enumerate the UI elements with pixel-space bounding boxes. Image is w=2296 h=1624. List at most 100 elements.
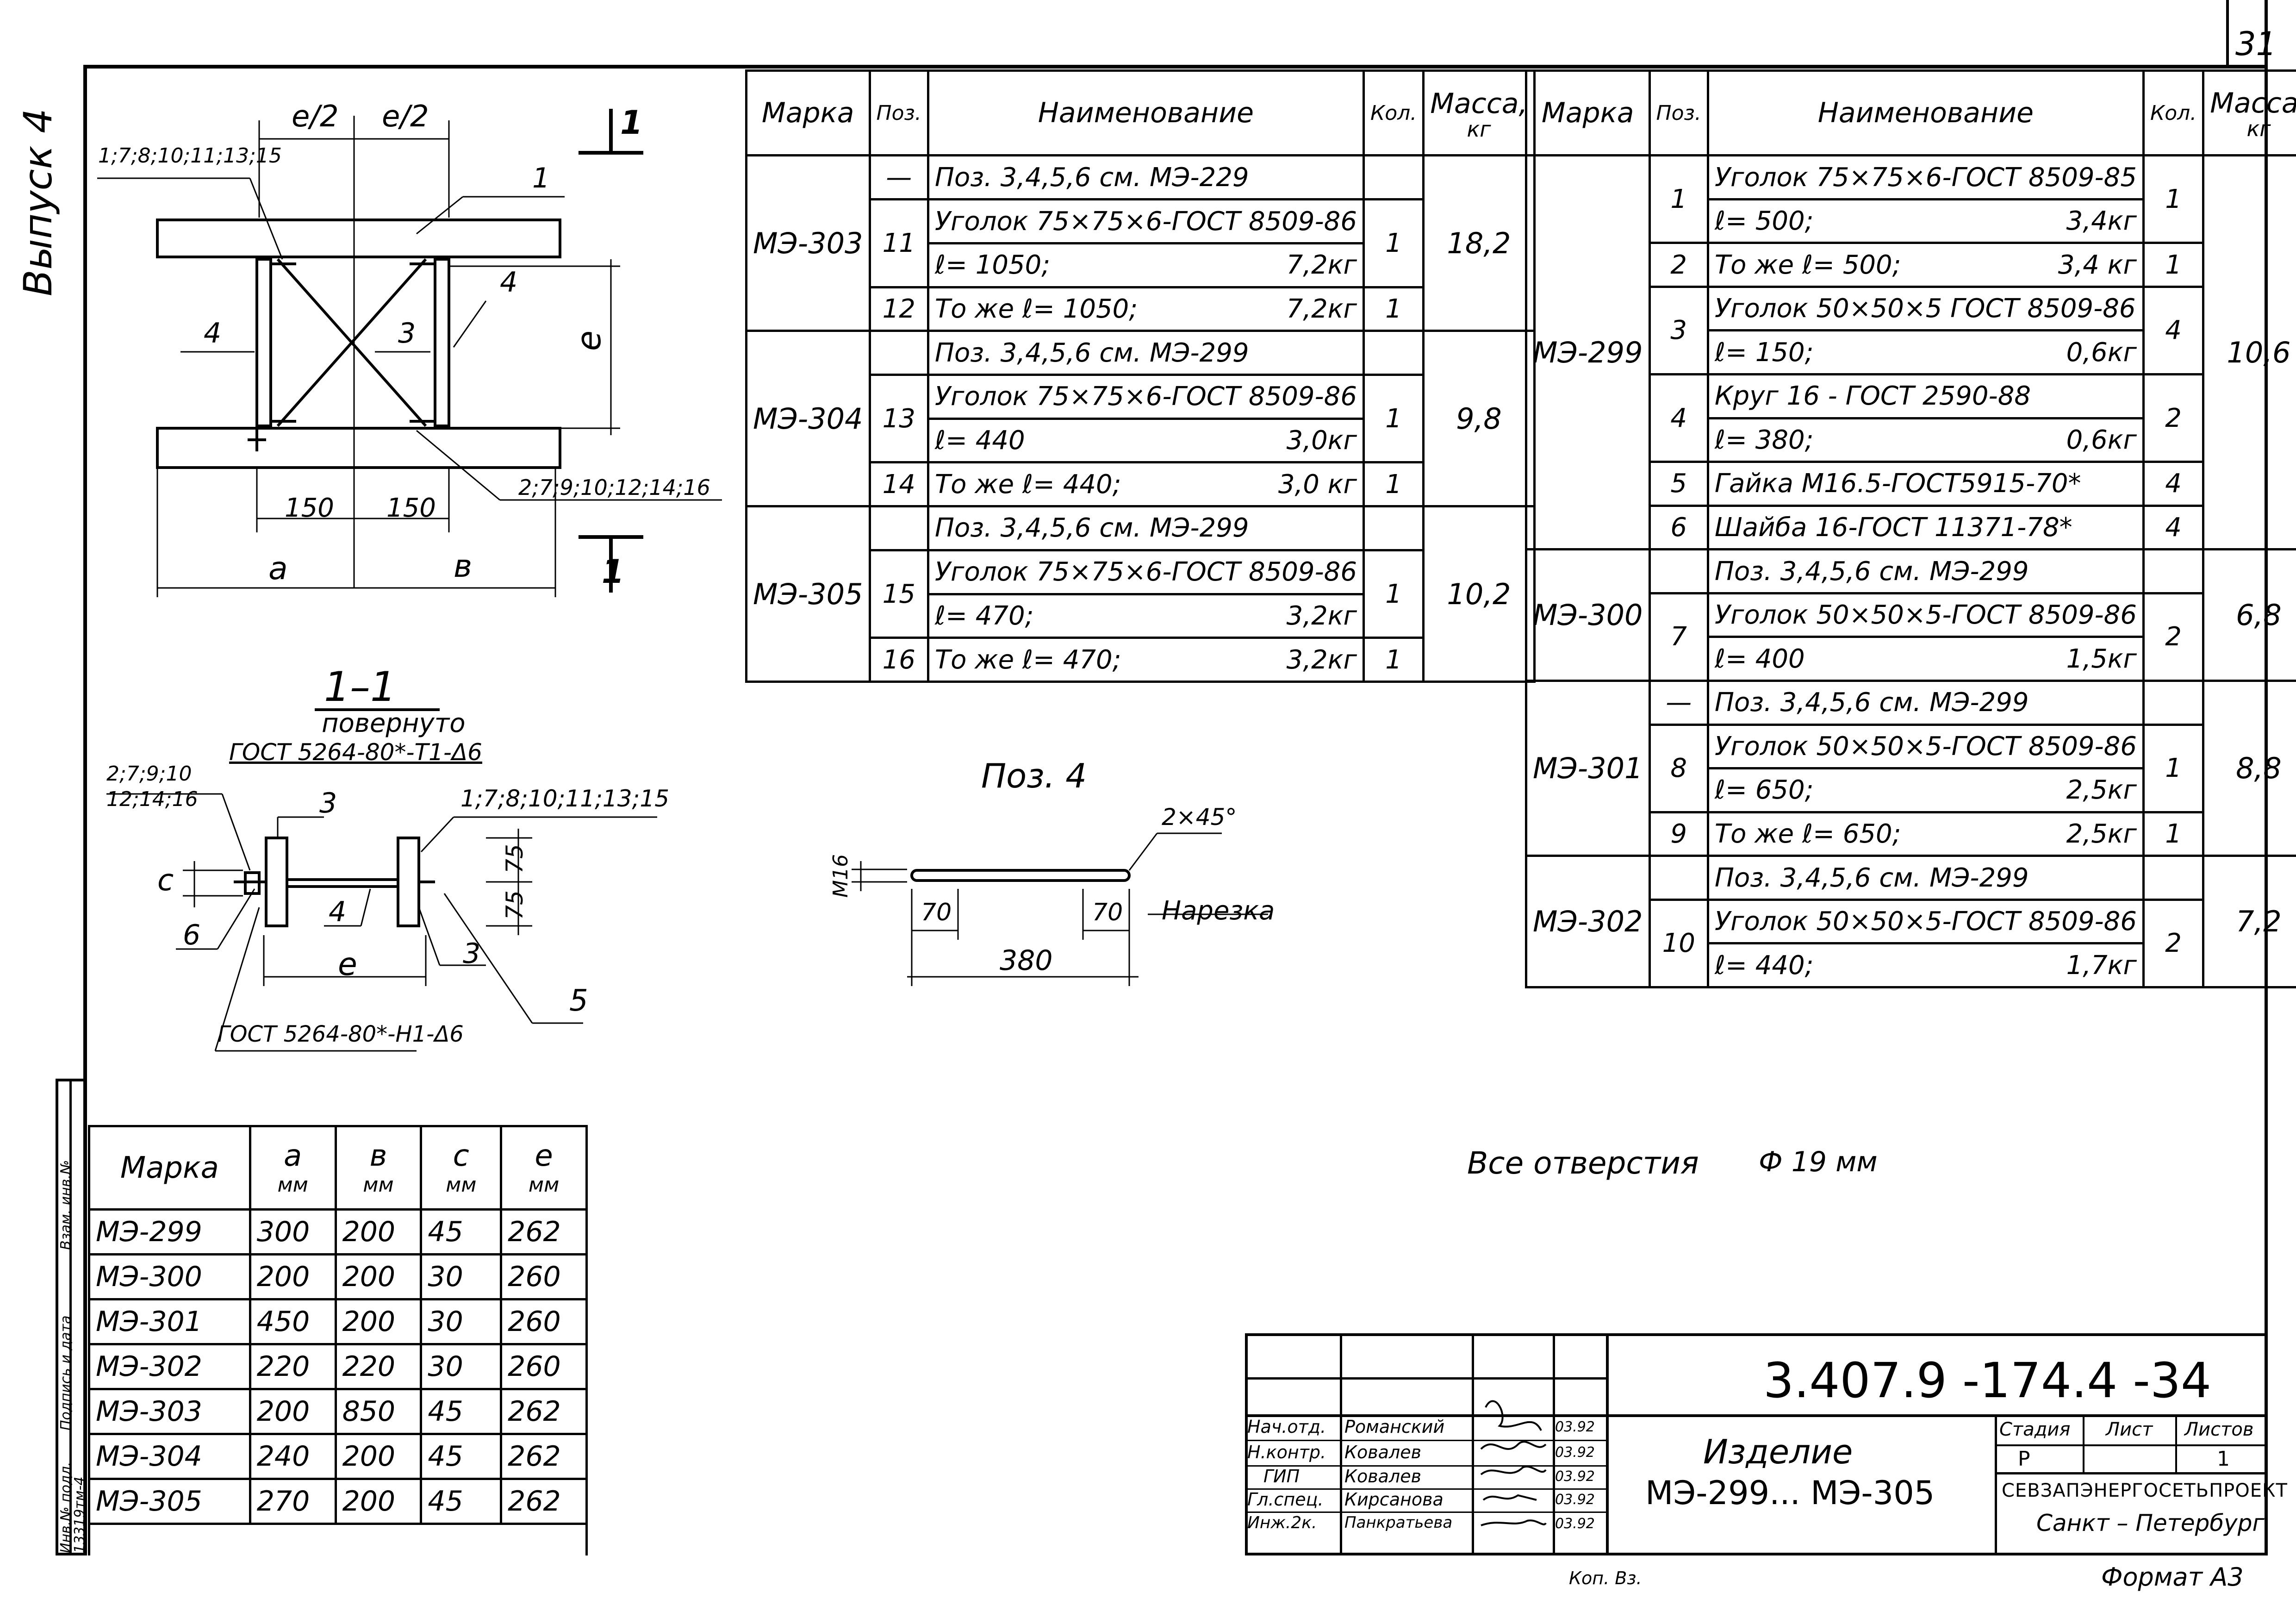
spec-cell-pos: 12: [868, 286, 929, 332]
cut-label-top: 1: [620, 104, 643, 142]
spec-cell-name: Уголок 50×50×5 ГОСТ 8509-86: [1706, 285, 2145, 332]
spec-cell-name: То же ℓ= 440;3,0 кг: [927, 461, 1365, 508]
label-pos-top: 1;7;8;10;11;13;15: [98, 144, 282, 168]
spec-cell-qty: 1: [1362, 373, 1425, 464]
spec-cell-pos: 14: [868, 461, 929, 508]
spec-cell-name: То же ℓ= 1050;7,2кг: [927, 286, 1365, 332]
dim-cell: 200: [249, 1253, 337, 1300]
spec-cell-qty: 4: [2142, 285, 2205, 376]
main-drawing: [97, 109, 722, 597]
side-stamp-divider: [69, 1079, 72, 1555]
spec-cell-pos: 10: [1648, 898, 1709, 989]
tb-date-1: 03.92: [1555, 1444, 1595, 1461]
tb-product-label: Изделие: [1703, 1432, 1853, 1471]
spec-cell-name: Круг 16 - ГОСТ 2590-88: [1706, 373, 2145, 419]
spec-cell-pos: [868, 505, 929, 551]
spec-cell-pos: —: [868, 154, 929, 201]
spec-cell-pos: 11: [868, 198, 929, 288]
spec-cell-sub: ℓ= 500;3,4кг: [1706, 198, 2145, 244]
tb-v4: [1606, 1333, 1609, 1555]
tb-date-3: 03.92: [1555, 1492, 1595, 1508]
spec-cell-name: Поз. 3,4,5,6 см. МЭ-299: [1706, 855, 2145, 901]
section-pos5: 5: [569, 984, 588, 1018]
spec-cell-name: То же ℓ= 470;3,2кг: [927, 637, 1365, 683]
spec-cell-pos: 2: [1648, 242, 1709, 288]
tb-role-0: Нач.отд.: [1247, 1417, 1326, 1437]
tb-v7: [2175, 1414, 2177, 1472]
dim-cell: 260: [500, 1298, 588, 1345]
spec-right-mass-302: 7,2: [2202, 855, 2296, 988]
spec-right-h-mark: Марка: [1525, 69, 1651, 157]
spec-right-mark-302: МЭ-302: [1525, 855, 1651, 988]
dim-cell: 200: [249, 1388, 337, 1435]
spec-right-mass-300: 6,8: [2202, 548, 2296, 682]
dim-cell: 450: [249, 1298, 337, 1345]
spec-cell-sub: ℓ= 440;1,7кг: [1706, 942, 2145, 988]
spec-cell-name: Уголок 75×75×6-ГОСТ 8509-86: [927, 374, 1365, 420]
spec-right-mark-299: МЭ-299: [1525, 154, 1651, 551]
dim-cell: 45: [420, 1208, 503, 1255]
section-title-underline: [315, 708, 440, 711]
label-pos1: 1: [532, 162, 550, 194]
label-pos-bottom: 2;7;9;10;12;14;16: [518, 475, 710, 500]
tb-city: Санкт – Петербург: [2036, 1510, 2265, 1537]
spec-cell-name: Уголок 50×50×5-ГОСТ 8509-86: [1706, 592, 2145, 638]
label-b: в: [454, 548, 473, 585]
spec-cell-pos: 7: [1648, 592, 1709, 682]
dim-cell: МЭ-302: [88, 1343, 251, 1390]
tb-h6: [1245, 1512, 1608, 1513]
dim-cell: 262: [500, 1478, 588, 1525]
side-stamp-inv: Инв.№ подл.: [58, 1462, 74, 1553]
spec-cell-qty: 1: [1362, 198, 1425, 288]
copied-label: Коп. Вз.: [1569, 1568, 1642, 1588]
spec-right-h-name: Наименование: [1706, 69, 2145, 157]
tb-name-4: Панкратьева: [1344, 1513, 1453, 1532]
spec-left-h-mass: Масса,кг: [1422, 69, 1536, 157]
pos4-70-2: 70: [1092, 899, 1123, 926]
tb-h8: [1995, 1472, 2268, 1474]
dim-cell: 200: [334, 1433, 423, 1480]
spec-cell-name: Шайба 16-ГОСТ 11371-78*: [1706, 504, 2145, 551]
dim-cell: МЭ-301: [88, 1298, 251, 1345]
spec-cell-pos: 6: [1648, 504, 1709, 551]
section-left-pos: 2;7;9;10: [106, 762, 192, 786]
pos4-thread: Нарезка: [1162, 896, 1275, 926]
dim-cell: МЭ-300: [88, 1253, 251, 1300]
tb-role-4: Инж.2к.: [1247, 1513, 1317, 1532]
spec-cell-sub: ℓ= 380;0,6кг: [1706, 417, 2145, 463]
tb-v6: [2083, 1414, 2084, 1472]
section-gost-bottom: ГОСТ 5264-80*-Н1-Δ6: [218, 1021, 464, 1047]
pos4-title: Поз. 4: [981, 756, 1087, 795]
side-label: Выпуск 4: [15, 108, 61, 296]
dim-cell: 45: [420, 1388, 503, 1435]
label-pos4-left: 4: [204, 317, 222, 350]
spec-cell-name: Уголок 75×75×6-ГОСТ 8509-86: [927, 198, 1365, 244]
dim-table-extend: [88, 1518, 588, 1555]
spec-cell-name: То же ℓ= 500;3,4 кг: [1706, 242, 2145, 288]
tb-h3: [1245, 1440, 1608, 1441]
section-pos4: 4: [329, 896, 347, 928]
spec-cell-qty: 2: [2142, 592, 2205, 682]
spec-cell-pos: 3: [1648, 285, 1709, 376]
spec-right-mass-301: 8,8: [2202, 679, 2296, 857]
tb-h1: [1245, 1377, 1608, 1380]
spec-cell-name: Поз. 3,4,5,6 см. МЭ-299: [927, 330, 1365, 376]
spec-cell-pos: [868, 330, 929, 376]
spec-left-mass-303: 18,2: [1422, 154, 1536, 332]
spec-cell-qty: 4: [2142, 504, 2205, 551]
spec-cell-name: Уголок 75×75×6-ГОСТ 8509-86: [927, 549, 1365, 595]
label-pos4-right: 4: [500, 266, 518, 299]
tb-role-2: ГИП: [1263, 1466, 1300, 1487]
pos4-chamfer: 2×45°: [1162, 804, 1237, 831]
pos4-70-1: 70: [921, 899, 952, 926]
spec-right-h-mass: Масса,кг: [2202, 69, 2296, 157]
cut-label-bottom: 1: [602, 553, 624, 591]
spec-cell-name: Поз. 3,4,5,6 см. МЭ-299: [927, 505, 1365, 551]
